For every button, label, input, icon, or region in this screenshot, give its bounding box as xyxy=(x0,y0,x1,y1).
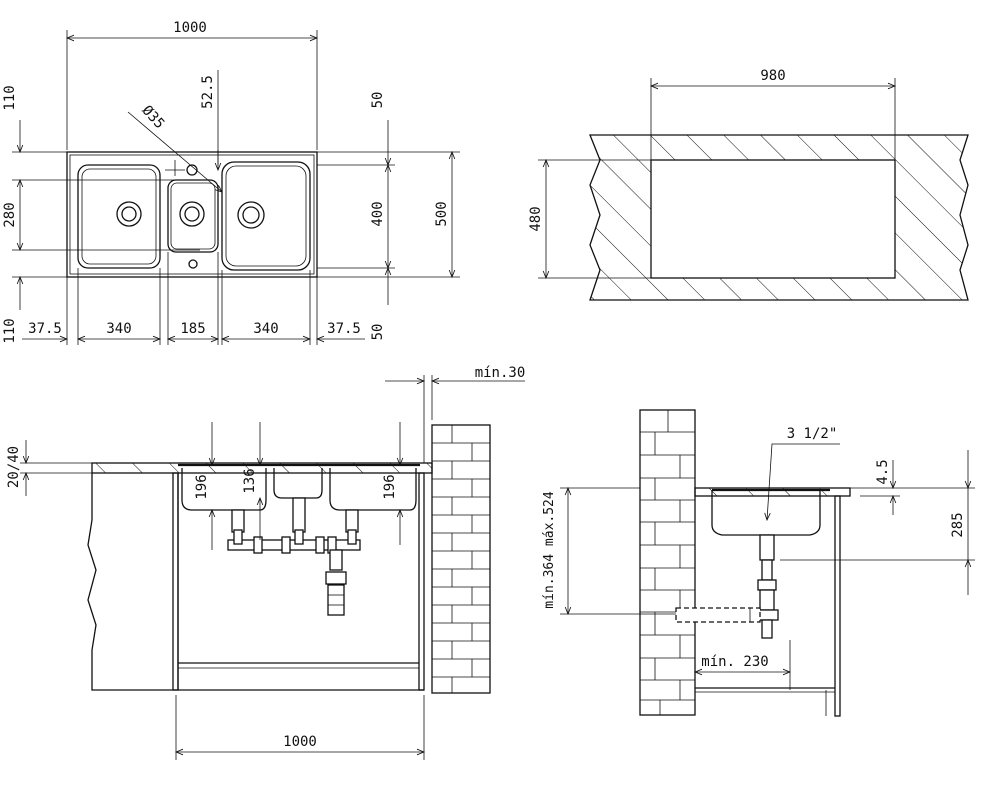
dim-depth-mid: 136 xyxy=(242,468,258,493)
dim-right-top: 50 xyxy=(370,92,386,109)
dim-rim: 4.5 xyxy=(875,459,891,484)
dim-worktop: 20/40 xyxy=(6,446,22,488)
dim-bottom-2: 340 xyxy=(106,321,131,337)
dim-min-wall: mín.30 xyxy=(475,365,526,381)
middle-bowl xyxy=(167,179,219,253)
tap-hole xyxy=(186,164,198,176)
dim-bottom-5: 37.5 xyxy=(327,321,361,337)
dim-cutout-height: 480 xyxy=(528,206,544,231)
dim-side-mid: 280 xyxy=(2,202,18,227)
dim-hole-diameter: Ø35 xyxy=(139,103,168,133)
dim-height-range: mín.364 máx.524 xyxy=(542,491,557,609)
dim-min-depth: mín. 230 xyxy=(701,654,768,670)
right-bowl xyxy=(221,161,311,271)
dim-cutout-width: 980 xyxy=(760,68,785,84)
side-sink-bowl xyxy=(711,490,821,536)
sink-outline xyxy=(66,151,318,278)
middle-drain xyxy=(179,201,205,227)
left-bowl xyxy=(77,164,161,269)
dim-overall-width: 1000 xyxy=(173,20,207,36)
dim-side-top: 110 xyxy=(2,85,18,110)
dim-bottom-3: 185 xyxy=(180,321,205,337)
dim-cabinet-width: 1000 xyxy=(283,734,317,750)
left-drain xyxy=(116,201,142,227)
dim-right-bottom: 50 xyxy=(370,324,386,341)
front-left-bowl xyxy=(181,468,267,511)
top-view: 1000 110 280 110 37.5 340 185 340 37.5 xyxy=(2,20,460,345)
side-section: 3 1/2" 4.5 285 mín.364 máx.524 mín. 230 xyxy=(542,409,975,717)
dim-bottom-4: 340 xyxy=(253,321,278,337)
dim-right-mid: 400 xyxy=(370,201,386,226)
dim-depth-285: 285 xyxy=(950,512,966,537)
cutout-opening xyxy=(650,159,896,279)
right-drain xyxy=(237,201,265,229)
dim-depth-left: 196 xyxy=(194,474,210,499)
cutout-view: 980 480 xyxy=(528,68,969,301)
dim-side-bottom: 110 xyxy=(2,318,18,343)
dim-right-total: 500 xyxy=(434,201,450,226)
front-brick-wall xyxy=(431,424,491,694)
side-brick-wall xyxy=(639,409,696,716)
dim-bottom-1: 37.5 xyxy=(28,321,62,337)
dim-drain-size: 3 1/2" xyxy=(787,426,838,442)
front-right-bowl xyxy=(329,468,417,511)
dim-hole-position: 52.5 xyxy=(200,75,216,109)
front-section: 196 136 196 20/40 1000 mín.30 xyxy=(6,365,525,760)
dim-depth-right: 196 xyxy=(382,474,398,499)
